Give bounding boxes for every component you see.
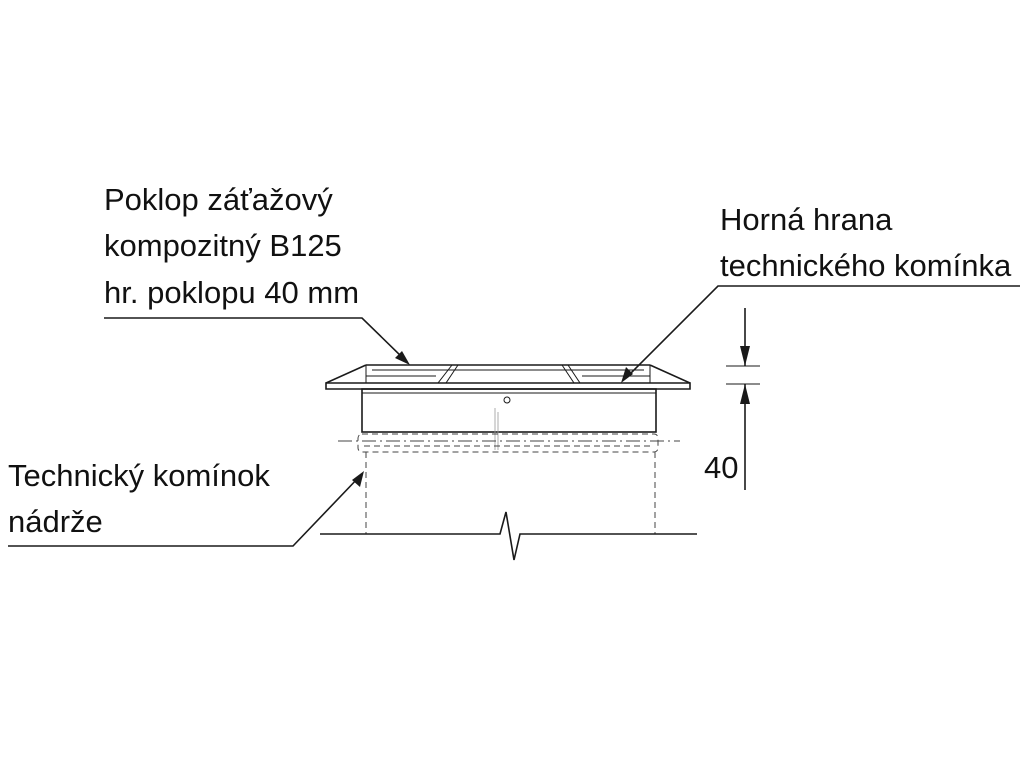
ground-line [320,511,697,561]
cover-frame [361,388,657,450]
top-edge-label-line-2: technického komínka [720,248,1012,283]
shaft-label-line-2: nádrže [8,504,103,539]
shaft-label: Technický komínok nádrže [8,458,270,539]
top-edge-label: Horná hrana technického komínka [720,202,1012,283]
top-edge-leader [621,285,1020,383]
cover-leader [104,317,410,365]
cover-label-line-3: hr. poklopu 40 mm [104,275,359,310]
top-edge-label-line-1: Horná hrana [720,202,893,237]
cover-label-line-2: kompozitný B125 [104,228,342,263]
shaft-top-hidden [338,433,680,534]
dimension-40: 40 [704,308,760,490]
cover-label: Poklop záťažový kompozitný B125 hr. pokl… [104,182,359,310]
manhole-cover [325,364,691,390]
shaft-label-line-1: Technický komínok [8,458,270,493]
dimension-value: 40 [704,450,738,485]
shaft-leader [8,471,364,547]
cover-label-line-1: Poklop záťažový [104,182,333,217]
